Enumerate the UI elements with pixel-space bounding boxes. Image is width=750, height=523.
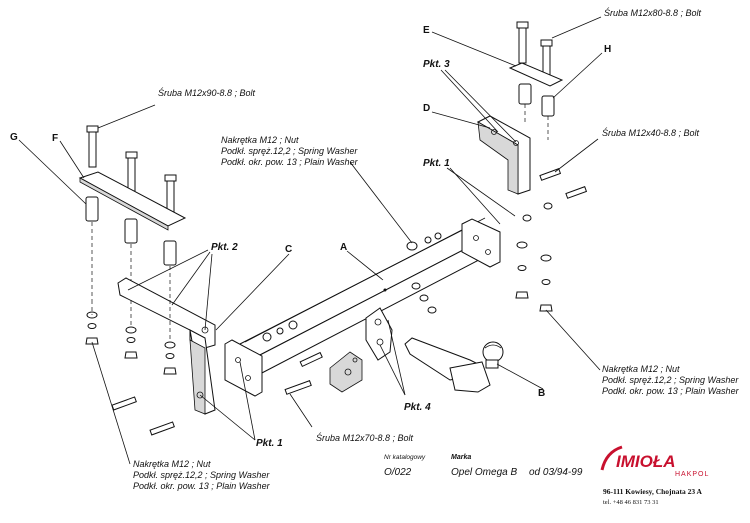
part-letter-e: E <box>423 25 430 36</box>
callout-labels: Śruba M12x80-8.8 ; Bolt Śruba M12x90-8.8… <box>10 7 740 491</box>
right-washer-stack <box>515 202 553 312</box>
logo-swoosh-icon <box>600 445 623 471</box>
company-phone: tel. +48 46 831 73 31 <box>603 499 659 506</box>
nut-right-line-2: Podkł. spręż.12,2 ; Spring Washer <box>602 375 739 385</box>
part-letter-f: F <box>52 133 58 144</box>
company-logo: IMIOŁA HAKPOL 96-111 Kowiesy, Chojnata 2… <box>600 445 709 506</box>
title-block: Nr katalogowy O/022 Marka Opel Omega B o… <box>384 454 583 478</box>
main-cross-beam-a <box>224 217 501 397</box>
part-letter-d: D <box>423 103 430 114</box>
part-letter-b: B <box>538 388 545 399</box>
brand-caption: Marka <box>451 454 471 461</box>
logo-subtitle: HAKPOL <box>675 471 709 478</box>
leader-lines <box>18 16 603 465</box>
ball-mount-plate <box>329 307 393 393</box>
right-mounting-bracket-d <box>476 21 588 199</box>
point-1-bottom-label: Pkt. 1 <box>256 438 283 449</box>
nut-bottom-left-line-1: Nakrętka M12 ; Nut <box>133 459 211 469</box>
part-letter-c: C <box>285 244 292 255</box>
logo-wordmark: IMIOŁA <box>616 452 676 471</box>
nut-bottom-left-line-3: Podkł. okr. pow. 13 ; Plain Washer <box>133 481 271 491</box>
point-1-top-label: Pkt. 1 <box>423 158 450 169</box>
left-washer-stack <box>85 300 177 436</box>
bolt-m12x70-label: Śruba M12x70-8.8 ; Bolt <box>316 432 414 443</box>
production-years: od 03/94-99 <box>529 467 583 478</box>
tow-ball-arm-b <box>404 337 504 393</box>
nut-center-line-1: Nakrętka M12 ; Nut <box>221 135 299 145</box>
nut-center-line-3: Podkł. okr. pow. 13 ; Plain Washer <box>221 157 359 167</box>
nut-right-line-3: Podkł. okr. pow. 13 ; Plain Washer <box>602 386 740 396</box>
nut-right-line-1: Nakrętka M12 ; Nut <box>602 364 680 374</box>
left-mounting-plate-f <box>78 125 187 300</box>
bolt-m12x80-label: Śruba M12x80-8.8 ; Bolt <box>604 7 702 18</box>
catalog-number: O/022 <box>384 467 412 478</box>
part-letter-h: H <box>604 44 611 55</box>
point-2-label: Pkt. 2 <box>211 242 238 253</box>
part-letter-a: A <box>340 242 347 253</box>
bolt-m12x90-label: Śruba M12x90-8.8 ; Bolt <box>158 87 256 98</box>
company-address: 96-111 Kowiesy, Chojnata 23 A <box>603 487 703 496</box>
point-3-label: Pkt. 3 <box>423 59 450 70</box>
nut-bottom-left-line-2: Podkł. spręż.12,2 ; Spring Washer <box>133 470 270 480</box>
point-4-label: Pkt. 4 <box>404 402 431 413</box>
vehicle-model: Opel Omega B <box>451 467 517 478</box>
nut-center-line-2: Podkł. spręż.12,2 ; Spring Washer <box>221 146 358 156</box>
left-side-bracket-c <box>117 277 216 415</box>
center-fasteners <box>262 232 442 395</box>
bolt-m12x40-label: Śruba M12x40-8.8 ; Bolt <box>602 127 700 138</box>
catalog-number-caption: Nr katalogowy <box>384 454 426 461</box>
part-letter-g: G <box>10 132 18 143</box>
